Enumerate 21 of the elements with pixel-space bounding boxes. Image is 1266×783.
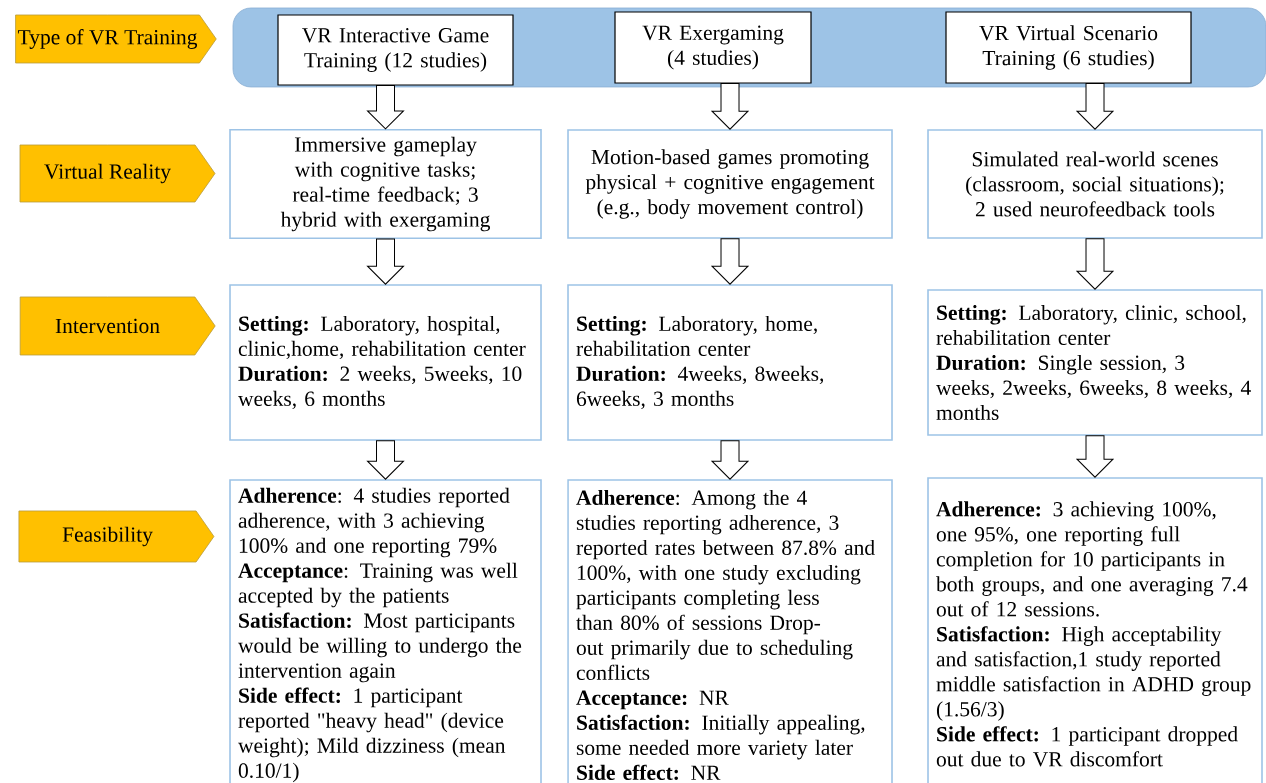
block-arrow bbox=[367, 238, 404, 285]
study-type-box: VR Virtual Scenario Training (6 studies) bbox=[945, 11, 1192, 84]
block-arrow bbox=[711, 440, 749, 480]
description-box: Immersive gameplay with cognitive tasks; real-time feedback; 3 hybrid with exergaming bbox=[229, 128, 542, 240]
details-box: Adherence: 4 studies reported adherence, with 3 achieving 100% and one reporting 79% Acceptance: Training was well accepted by the patients Satisfaction: Most participants would be willing to undergo the intervention again Side effect: 1 participant reported "heavy head" (device weight); Mild dizziness (mean 0.10/1) bbox=[229, 479, 542, 783]
block-arrow bbox=[1076, 435, 1114, 478]
details-box: Adherence: 3 achieving 100%, one 95%, one reporting full completion for 10 participants in both groups, and one averaging 7.4 out of 12 sessions. Satisfaction: High acceptability and satisfaction,1 study reported middle satisfaction in ADHD group (1.56/3) Side effect: 1 participant dropped out due to VR discomfort bbox=[927, 477, 1263, 783]
description-box: Simulated real-world scenes (classroom, social situations); 2 used neurofeedback tools bbox=[927, 129, 1263, 239]
block-arrow bbox=[1076, 83, 1114, 130]
details-box: Setting: Laboratory, home, rehabilitation center Duration: 4weeks, 8weeks, 6weeks, 3 months bbox=[567, 284, 893, 441]
block-arrow bbox=[367, 440, 404, 480]
block-arrow bbox=[1076, 238, 1114, 290]
block-arrow bbox=[367, 85, 404, 130]
study-type-box: VR Interactive Game Training (12 studies) bbox=[277, 14, 514, 86]
block-arrow bbox=[711, 83, 749, 130]
study-type-box: VR Exergaming (4 studies) bbox=[614, 11, 812, 84]
details-box: Setting: Laboratory, clinic, school, rehabilitation center Duration: Single session, 3 weeks, 2weeks, 6weeks, 8 weeks, 4 months bbox=[927, 289, 1263, 436]
description-box: Motion-based games promoting physical + cognitive engagement (e.g., body movement control) bbox=[567, 129, 893, 239]
details-box: Adherence: Among the 4 studies reporting adherence, 3 reported rates between 87.8% and 100%, with one study excluding participants completing less than 80% of sessions Drop-out primarily due to scheduling conflicts Acceptance: NR Satisfaction: Initially appealing, some needed more variety later Side effect: NR bbox=[567, 479, 893, 783]
details-box: Setting: Laboratory, hospital, clinic,home, rehabilitation center Duration: 2 weeks, 5weeks, 10 weeks, 6 months bbox=[229, 284, 542, 441]
block-arrow bbox=[711, 238, 749, 285]
